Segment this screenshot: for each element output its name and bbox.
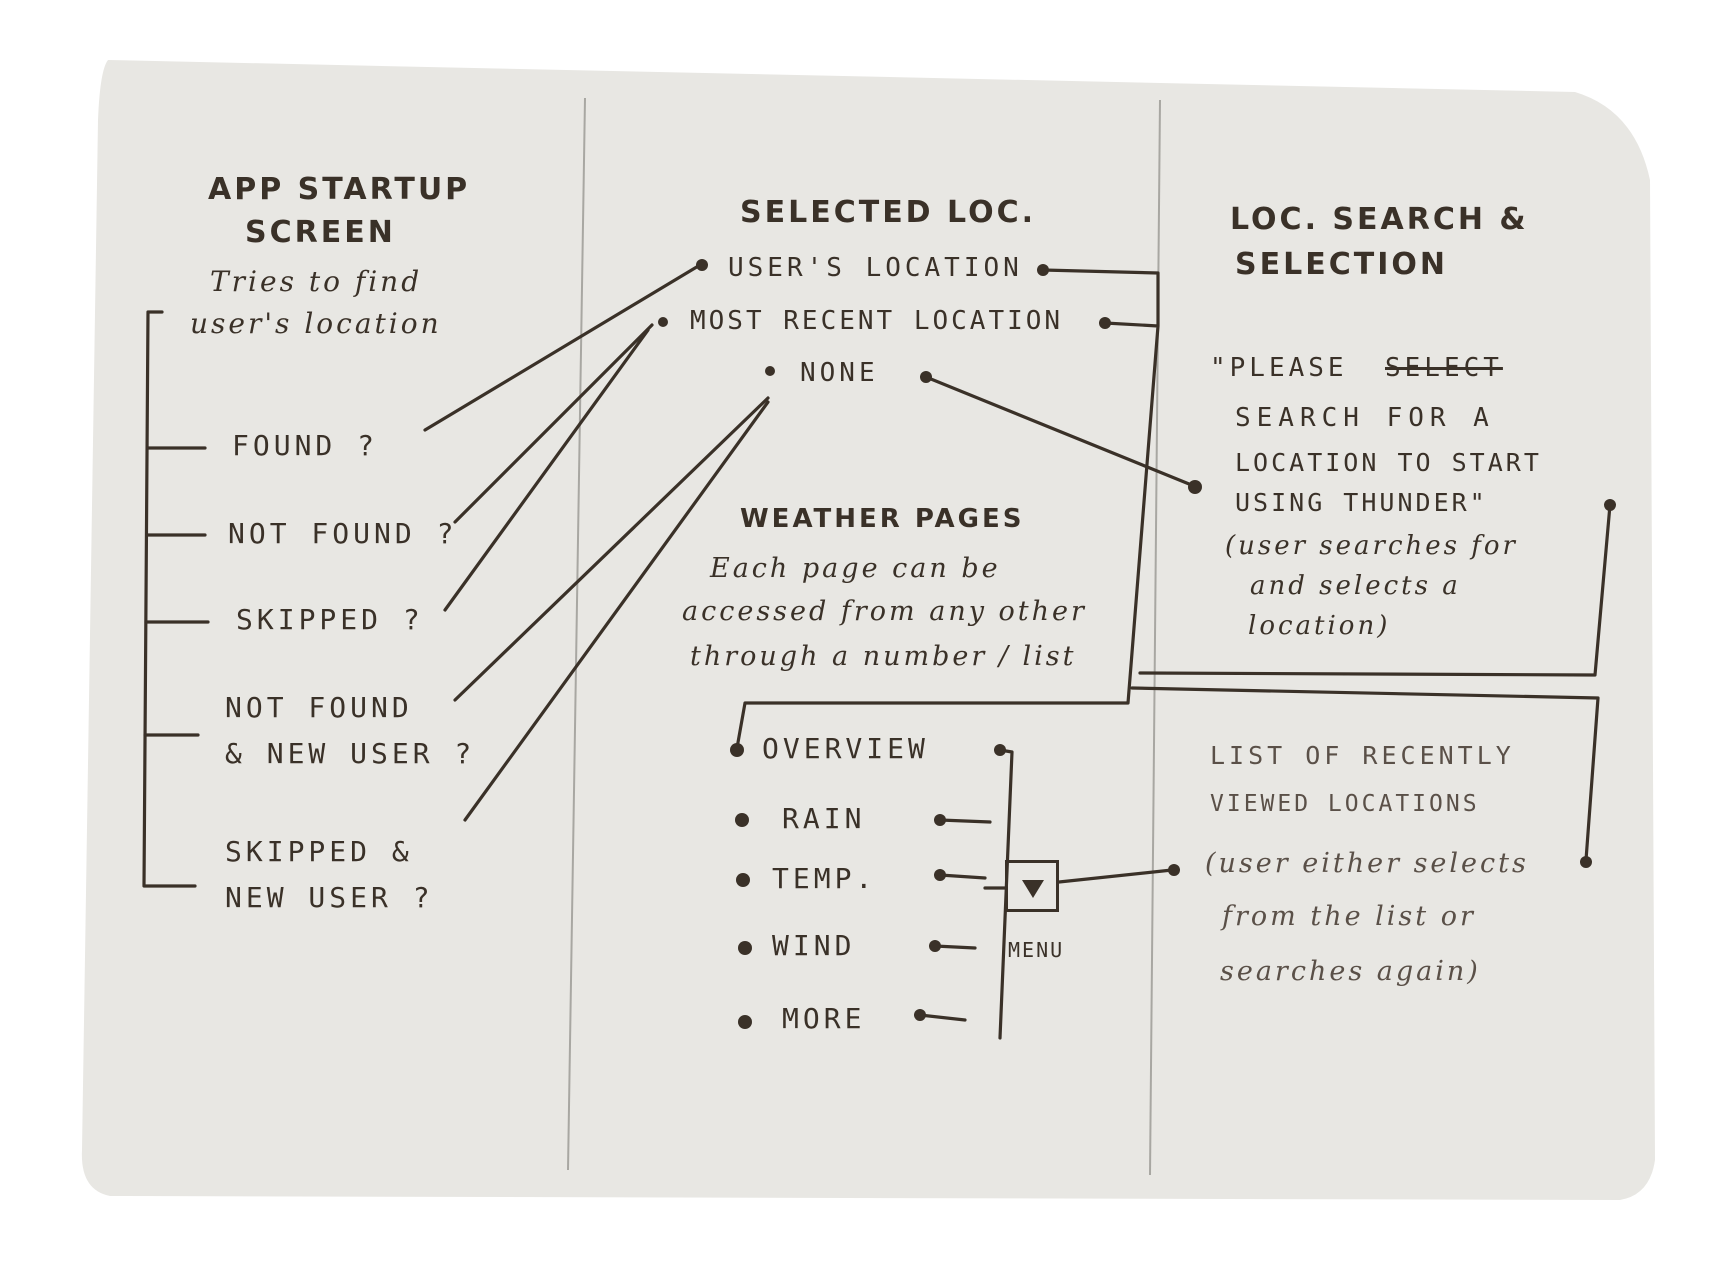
option-user-location: USER'S LOCATION [728, 253, 1023, 283]
link-skipped-new-to-none [463, 400, 770, 822]
search-prompt-line2: SEARCH FOR A [1235, 403, 1495, 433]
column-divider-left [567, 97, 586, 1171]
dot-user-location-left [696, 259, 708, 271]
search-prompt-line3: LOCATION TO START [1235, 448, 1542, 477]
search-note-line2: and selects a [1250, 571, 1461, 601]
weather-desc-line3: through a number / list [690, 641, 1077, 672]
startup-desc-line2: user's location [190, 307, 442, 340]
search-prompt-line1a: "PLEASE [1210, 353, 1348, 383]
link-found-to-user-location [423, 263, 702, 432]
startup-title-line1: APP STARTUP [208, 172, 471, 207]
startup-bracket [142, 310, 197, 888]
page-rain: RAIN [782, 802, 866, 835]
startup-item-skipped-new-l1: SKIPPED & [225, 835, 413, 868]
startup-item-found: FOUND ? [232, 429, 379, 462]
page-more: MORE [782, 1002, 866, 1035]
pages-bus [918, 748, 1014, 1040]
link-not-found-new-to-none [453, 396, 770, 702]
startup-item-skipped: SKIPPED ? [236, 603, 424, 636]
recent-note-line3: searches again) [1220, 956, 1481, 987]
link-menu-to-recent [1057, 868, 1174, 884]
recent-note-line1: (user either selects [1205, 848, 1529, 879]
dot-recent-location-left [658, 317, 668, 327]
startup-title-line2: SCREEN [245, 215, 396, 250]
dot-page-wind-left [738, 941, 752, 955]
page-temp: TEMP. [772, 862, 877, 895]
dot-recent-entry [1168, 864, 1180, 876]
dot-search-exit [1604, 499, 1616, 511]
link-skipped-to-recent [443, 328, 650, 612]
selected-to-weather-bracket [735, 268, 1160, 750]
option-recent-location: MOST RECENT LOCATION [690, 306, 1064, 336]
link-none-to-search [924, 375, 1196, 488]
link-not-found-to-recent [453, 323, 654, 524]
search-prompt-line4: USING THUNDER" [1235, 488, 1488, 517]
search-title-line2: SELECTION [1235, 247, 1448, 282]
startup-item-skipped-new-l2: NEW USER ? [225, 881, 434, 914]
menu-triangle-icon [1022, 880, 1044, 898]
weather-pages-title: WEATHER PAGES [740, 504, 1025, 534]
option-none: NONE [800, 358, 879, 388]
dot-page-temp-left [736, 873, 750, 887]
dot-page-overview-left [730, 743, 744, 757]
search-note-line1: (user searches for [1225, 531, 1518, 561]
menu-label: MENU [1008, 938, 1065, 962]
startup-desc-line1: Tries to find [210, 265, 423, 298]
page-wind: WIND [772, 929, 856, 962]
startup-item-not-found-new-l1: NOT FOUND [225, 691, 413, 724]
weather-desc-line1: Each page can be [710, 553, 1001, 584]
dot-page-rain-left [735, 813, 749, 827]
selected-title: SELECTED LOC. [740, 195, 1036, 230]
search-prompt-struck: SELECT [1385, 353, 1503, 383]
startup-item-not-found-new-l2: & NEW USER ? [225, 737, 476, 770]
link-search-to-weather [1138, 503, 1612, 677]
dot-search-entry [1188, 480, 1202, 494]
search-note-line3: location) [1248, 611, 1391, 641]
dot-page-more-left [738, 1015, 752, 1029]
dot-recent-exit [1580, 856, 1592, 868]
recent-title-line1: LIST OF RECENTLY [1210, 741, 1515, 770]
recent-title-line2: VIEWED LOCATIONS [1210, 791, 1480, 817]
link-recent-to-weather [1130, 686, 1600, 862]
dot-none-left [765, 366, 775, 376]
recent-note-line2: from the list or [1222, 901, 1476, 932]
menu-button-sketch [1005, 860, 1059, 912]
startup-item-not-found: NOT FOUND ? [228, 517, 458, 550]
page-overview: OVERVIEW [762, 732, 929, 765]
search-title-line1: LOC. SEARCH & [1230, 202, 1529, 237]
weather-desc-line2: accessed from any other [682, 596, 1087, 627]
notebook-page [81, 60, 1655, 1200]
